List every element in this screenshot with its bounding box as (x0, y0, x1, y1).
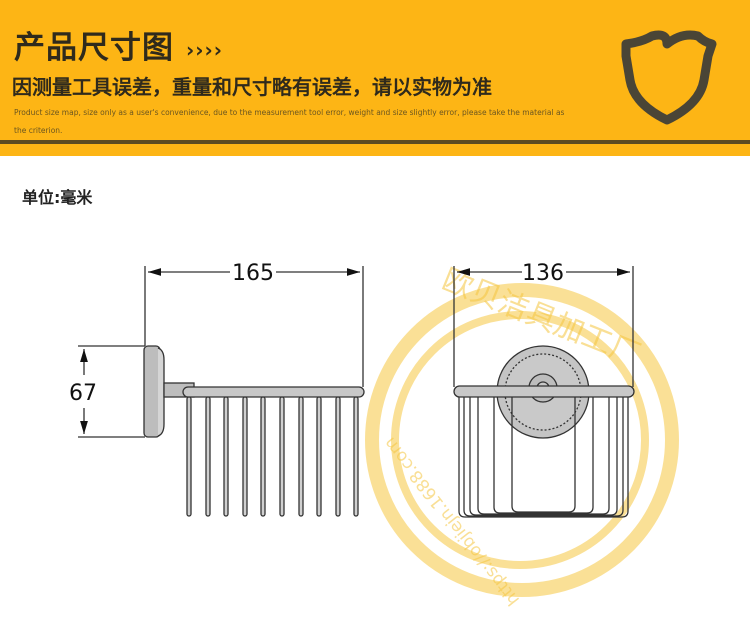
basket-tine (316, 396, 322, 517)
basket-wire (458, 397, 629, 518)
basket-tine (186, 396, 192, 517)
dimension-side-width: 165 (232, 261, 274, 286)
basket-wire (511, 397, 576, 513)
header-banner: 产品尺寸图 ›››› 因测量工具误差，重量和尺寸略有误差，请以实物为准 Produ… (0, 0, 750, 156)
side-view (78, 266, 365, 517)
subtitle: 因测量工具误差，重量和尺寸略有误差，请以实物为准 (12, 75, 492, 99)
basket-tine (353, 396, 359, 517)
basket-tine (242, 396, 248, 517)
basket-wire (463, 397, 624, 517)
basket-tine (298, 396, 304, 517)
watermark: 欧贝洁具加工厂 https://objiejn.1688.com (365, 262, 679, 609)
basket-tine (223, 396, 229, 517)
basket-wire (477, 397, 610, 515)
basket-wire (493, 397, 594, 514)
basket-tine (335, 396, 341, 517)
divider (0, 140, 750, 144)
basket-tine (205, 396, 211, 517)
chevrons-icon: ›››› (186, 37, 223, 62)
page-title: 产品尺寸图 ›››› (14, 22, 223, 67)
basket-tine (279, 396, 285, 517)
title-text: 产品尺寸图 (14, 30, 174, 66)
dimension-side-height: 67 (69, 381, 97, 406)
dimension-front-width: 136 (522, 261, 564, 286)
basket-wire (469, 397, 618, 516)
basket-tine (260, 396, 266, 517)
unit-label: 单位:毫米 (22, 188, 93, 207)
shield-icon (621, 30, 717, 125)
front-view (453, 266, 635, 518)
english-note: Product size map, size only as a user's … (14, 108, 565, 135)
